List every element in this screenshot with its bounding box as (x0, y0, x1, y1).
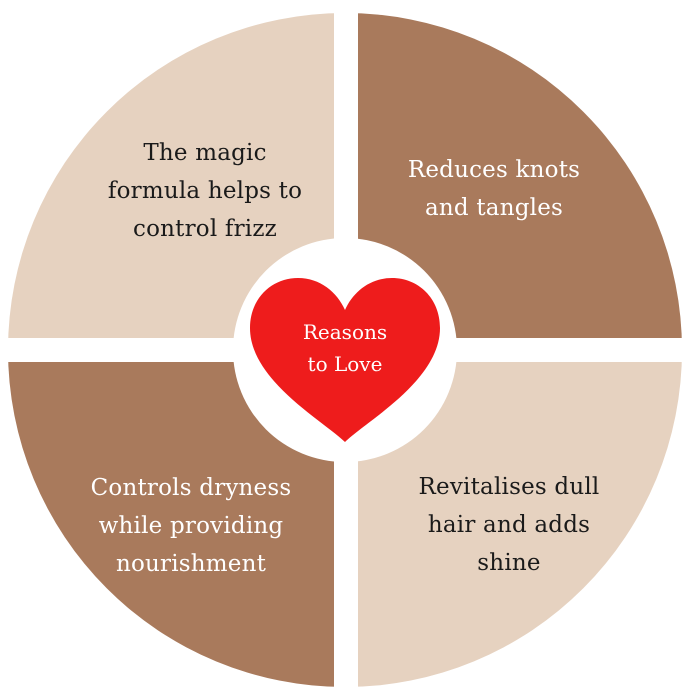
center-label-line: Reasons (302, 320, 388, 344)
quadrant-text-line: Revitalises dull (418, 474, 600, 500)
quadrant-bottom-right-text: Revitalises dull hair and adds shine (384, 468, 634, 582)
heart-icon (250, 278, 440, 442)
quadrant-text-line: control frizz (133, 216, 277, 242)
quadrant-top-right-text: Reduces knots and tangles (369, 151, 619, 227)
center-label-line: to Love (307, 352, 383, 376)
quadrant-text-line: hair and adds (427, 512, 591, 538)
quadrant-text-line: Reduces knots (407, 157, 581, 183)
quadrant-text-line: while providing (98, 513, 284, 539)
quadrant-text-line: nourishment (115, 551, 267, 577)
quadrant-top-left-text: The magic formula helps to control frizz (80, 134, 330, 248)
quadrant-bottom-left-text: Controls dryness while providing nourish… (66, 469, 316, 583)
quadrant-text-line: formula helps to (107, 178, 303, 204)
quadrant-text-line: Controls dryness (90, 475, 292, 501)
center-label: Reasons to Love (270, 316, 420, 380)
quadrant-text-line: The magic (143, 140, 267, 166)
quadrant-text-line: and tangles (424, 195, 564, 221)
quadrant-text-line: shine (477, 550, 541, 576)
